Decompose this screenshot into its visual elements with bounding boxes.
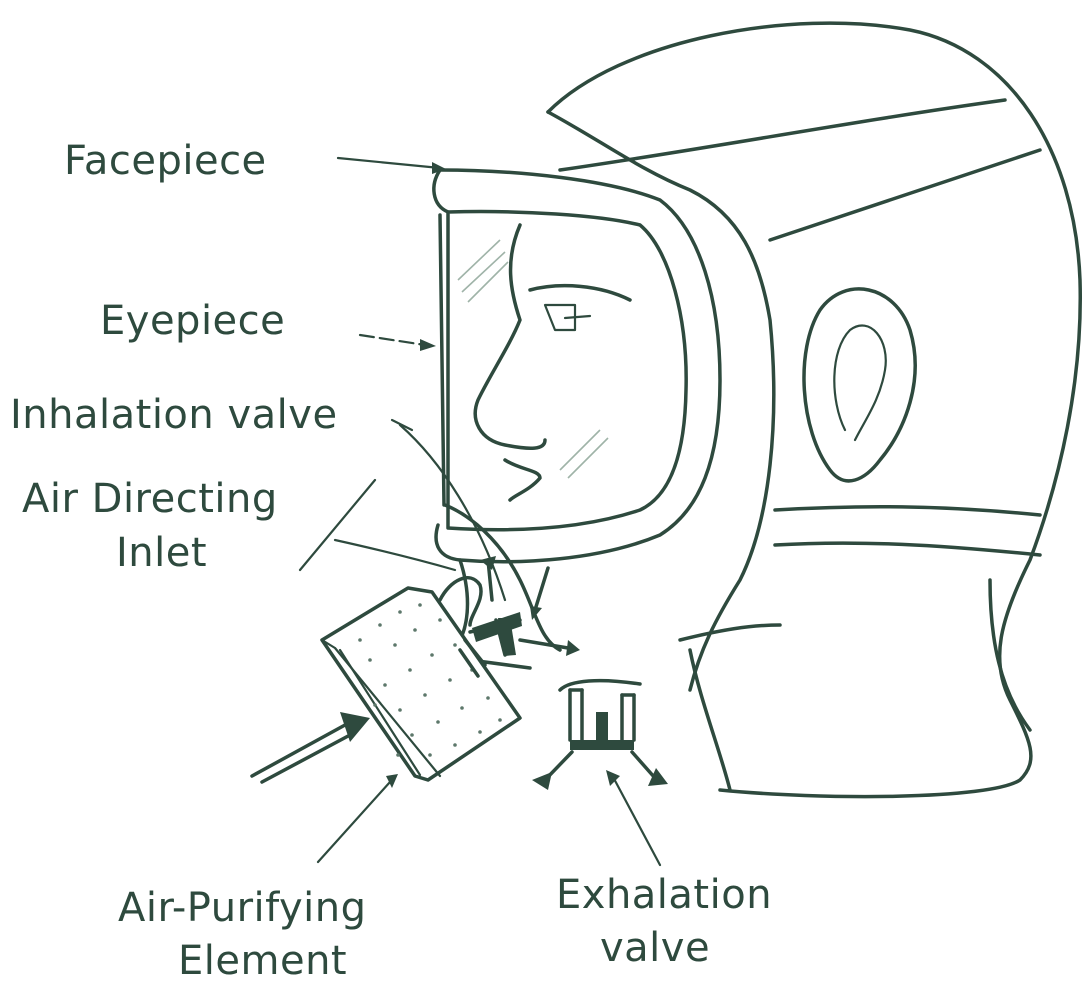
exhalation-valve [560,681,640,750]
hood-outline [548,23,1080,796]
ear-outer [804,289,915,481]
facepiece-frame [436,170,720,562]
chin-mask [460,560,468,640]
head-strap-upper [560,100,1005,170]
facepiece-label: Facepiece [64,138,267,184]
exhalation-arrows [532,752,668,790]
leader-lines [300,158,660,865]
facepiece-frame-top [434,170,448,212]
head-strap-lower [775,507,1040,515]
air-purifying-element [322,588,520,780]
eyepiece-lens [448,212,686,530]
air-purifying-element-label-line2: Element [178,938,347,984]
eye-lash [565,316,590,318]
exhalation-valve-label-line2: valve [600,925,710,971]
eyebrow [530,286,630,300]
head-strap-lower-2 [775,543,1040,555]
exhalation-valve-label-line1: Exhalation [556,872,772,918]
eyepiece-edge [440,215,444,505]
air-directing-inlet-label-line2: Inlet [116,530,207,576]
lens-glare-4 [560,430,600,470]
inhalation-valve [470,612,522,656]
lens-glare-1 [458,240,500,280]
airflow-arrows-valve [470,556,580,668]
collar-line [680,625,780,640]
ear-inner [834,326,885,440]
air-directing-inlet-label-line1: Air Directing [22,476,278,522]
lens-glare-5 [568,438,608,478]
inhalation-valve-label: Inhalation valve [10,392,338,438]
head-strap-upper-2 [770,150,1040,240]
eyepiece-label: Eyepiece [100,298,285,344]
intake-arrow [252,712,370,782]
air-purifying-element-label-line1: Air-Purifying [118,885,367,931]
neck-front [690,650,730,790]
face-profile [475,225,545,500]
